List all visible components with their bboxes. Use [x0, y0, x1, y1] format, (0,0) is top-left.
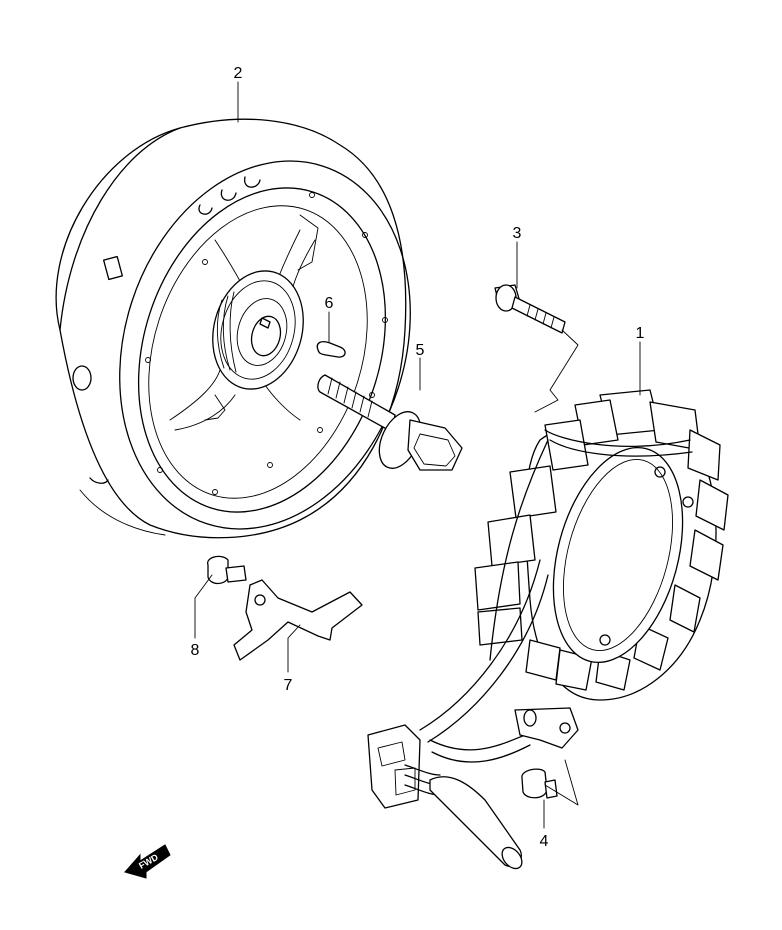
label-part-7: 7: [284, 677, 293, 694]
label-part-3: 3: [513, 225, 522, 242]
rim-holes: [145, 192, 388, 495]
stator-leads: [367, 559, 579, 870]
label-part-8: 8: [191, 642, 200, 659]
leader-lines: [194, 81, 641, 829]
woodruff-key-part: [316, 341, 346, 358]
rotor-bolt-part: [317, 374, 463, 471]
label-part-2: 2: [234, 65, 243, 82]
rotor-part: [55, 118, 411, 539]
label-part-4: 4: [540, 833, 549, 850]
stator-bolt-part: [494, 284, 566, 334]
label-part-5: 5: [416, 342, 425, 359]
stator-part: [474, 389, 729, 701]
fwd-arrow-icon: FWD: [124, 844, 171, 879]
label-part-1: 1: [636, 325, 645, 342]
bracket-bolt-part: [207, 555, 247, 585]
clamp-bolt-part: [521, 768, 558, 799]
part-labels: 2 3 1 6 5 8 7 4: [191, 65, 645, 850]
label-part-6: 6: [325, 295, 334, 312]
bracket-part: [233, 579, 363, 661]
